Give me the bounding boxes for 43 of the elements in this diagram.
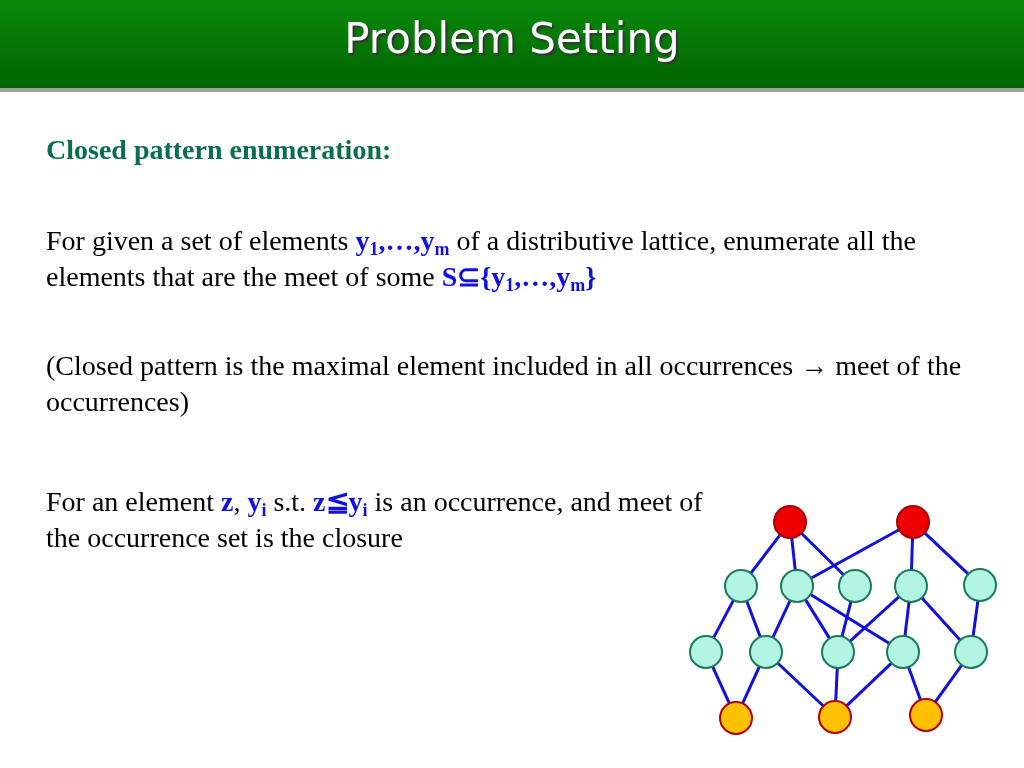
lattice-node bbox=[886, 635, 920, 669]
lattice-edge bbox=[711, 665, 731, 705]
lattice-node bbox=[821, 635, 855, 669]
lattice-edge bbox=[840, 601, 853, 637]
lattice-edge bbox=[845, 661, 893, 708]
lattice-node bbox=[838, 569, 872, 603]
lattice-node bbox=[963, 568, 997, 602]
lattice-edge bbox=[971, 600, 980, 637]
lattice-node bbox=[818, 700, 852, 734]
lattice-edge bbox=[771, 599, 792, 639]
lattice-node bbox=[780, 569, 814, 603]
lattice-edge bbox=[848, 595, 901, 643]
lattice-edge bbox=[934, 664, 963, 703]
lattice-node bbox=[896, 505, 930, 539]
lattice-edge bbox=[903, 601, 911, 637]
slide-title: Problem Setting bbox=[343, 14, 681, 63]
lattice-edge bbox=[800, 532, 845, 576]
lattice-edge bbox=[804, 598, 831, 640]
paragraph: (Closed pattern is the maximal element included in all occurrences → meet of the occurrences) bbox=[46, 349, 963, 419]
section-heading: Closed pattern enumeration: bbox=[46, 133, 393, 167]
lattice-edge bbox=[790, 537, 797, 571]
lattice-node bbox=[773, 505, 807, 539]
lattice-node bbox=[719, 701, 753, 735]
lattice-edge bbox=[749, 533, 782, 575]
lattice-edge bbox=[809, 593, 891, 645]
lattice-edge bbox=[741, 665, 761, 705]
lattice-edge bbox=[776, 661, 825, 708]
lattice-edge bbox=[910, 537, 914, 571]
lattice-node bbox=[724, 569, 758, 603]
lattice-edge bbox=[712, 599, 735, 639]
lattice-edge bbox=[920, 596, 962, 642]
lattice-node bbox=[749, 635, 783, 669]
lattice-edge bbox=[923, 531, 970, 576]
lattice-node bbox=[954, 635, 988, 669]
lattice-node bbox=[909, 698, 943, 732]
lattice-edge bbox=[834, 667, 839, 702]
lattice-edge bbox=[810, 528, 900, 580]
lattice-node bbox=[689, 635, 723, 669]
paragraph: For an element z, y$_{i}$ s.t. z≦y$_{i}$ is an occurrence, and meet of the occurrence set is the closure bbox=[46, 485, 704, 555]
lattice-edge bbox=[907, 666, 922, 701]
lattice-edge bbox=[745, 600, 762, 638]
lattice-node bbox=[894, 569, 928, 603]
paragraph: For given a set of elements y$_{1}$,…,y$_{m}$ of a distributive lattice, enumerate all the elements that are the meet of some S⊆{y$_{1}$,…,y$_{m}$} bbox=[46, 224, 917, 295]
